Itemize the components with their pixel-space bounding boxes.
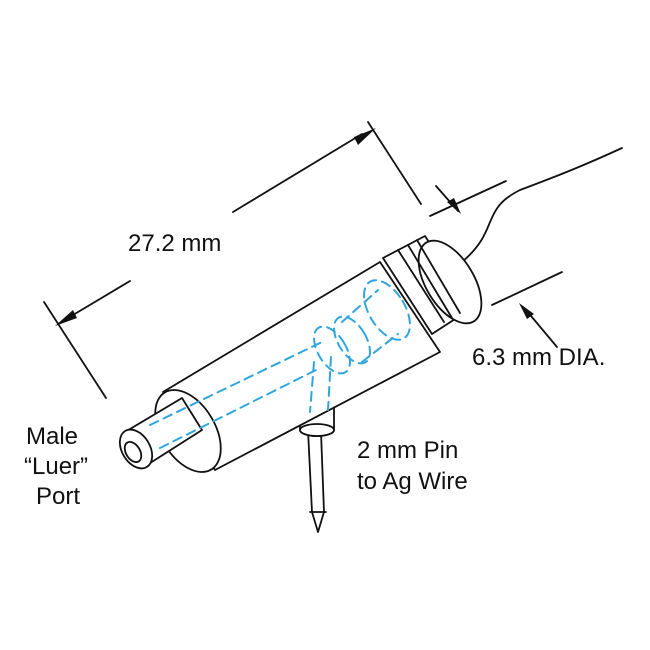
length-dimension: [43, 121, 422, 399]
port-label-line2: “Luer”: [24, 453, 89, 480]
pin-label-line2: to Ag Wire: [357, 468, 468, 495]
hidden-internal-features: [149, 279, 411, 449]
port-label-line1: Male: [26, 423, 79, 450]
port-label-line3: Port: [36, 483, 81, 510]
length-label: 27.2 mm: [128, 230, 222, 257]
pin: [307, 429, 327, 533]
knurled-cap: [382, 235, 483, 335]
diameter-dimension: [429, 180, 563, 348]
pin-label-line1: 2 mm Pin: [357, 437, 459, 464]
luer-port: [118, 397, 203, 470]
diameter-label: 6.3 mm DIA.: [472, 344, 606, 371]
silver-wire: [461, 147, 623, 263]
